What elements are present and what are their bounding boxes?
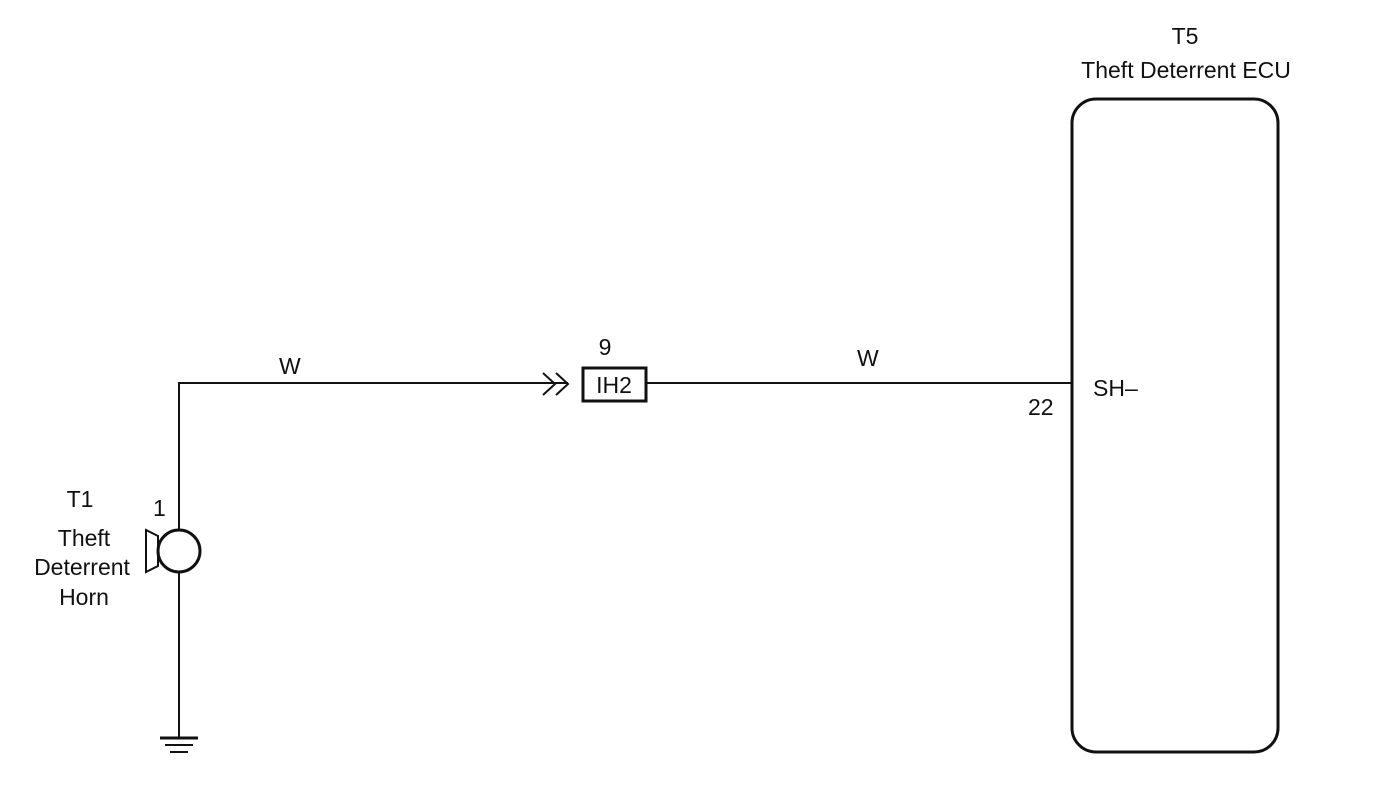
horn-name-line-1: Theft <box>58 525 111 551</box>
horn-id: T1 <box>67 486 94 512</box>
ecu-pin-number: 22 <box>1028 394 1054 420</box>
horn-component: T1 Theft Deterrent Horn 1 <box>34 486 202 610</box>
ecu-id: T5 <box>1172 23 1199 49</box>
horn-pin-number: 1 <box>153 495 166 521</box>
connector-box <box>581 366 648 403</box>
horn-icon <box>156 528 202 574</box>
ecu-terminal-label: SH– <box>1093 375 1138 401</box>
ecu-body <box>1070 97 1280 754</box>
horn-name-line-3: Horn <box>59 584 109 610</box>
wire-color-right: W <box>857 345 879 371</box>
ground-icon <box>160 736 198 753</box>
wire-horn-to-connector <box>178 382 568 530</box>
ground-connection <box>160 572 198 753</box>
connector-pin-number: 9 <box>599 334 612 360</box>
ecu-name: Theft Deterrent ECU <box>1081 57 1291 83</box>
connector-label: IH2 <box>596 372 632 398</box>
connector-ih2: IH2 9 <box>542 334 648 403</box>
horn-name-line-2: Deterrent <box>34 554 130 580</box>
horn-speaker-icon <box>145 528 159 574</box>
wire-color-left: W <box>279 353 301 379</box>
ecu-component: T5 Theft Deterrent ECU SH– 22 <box>1028 23 1291 754</box>
